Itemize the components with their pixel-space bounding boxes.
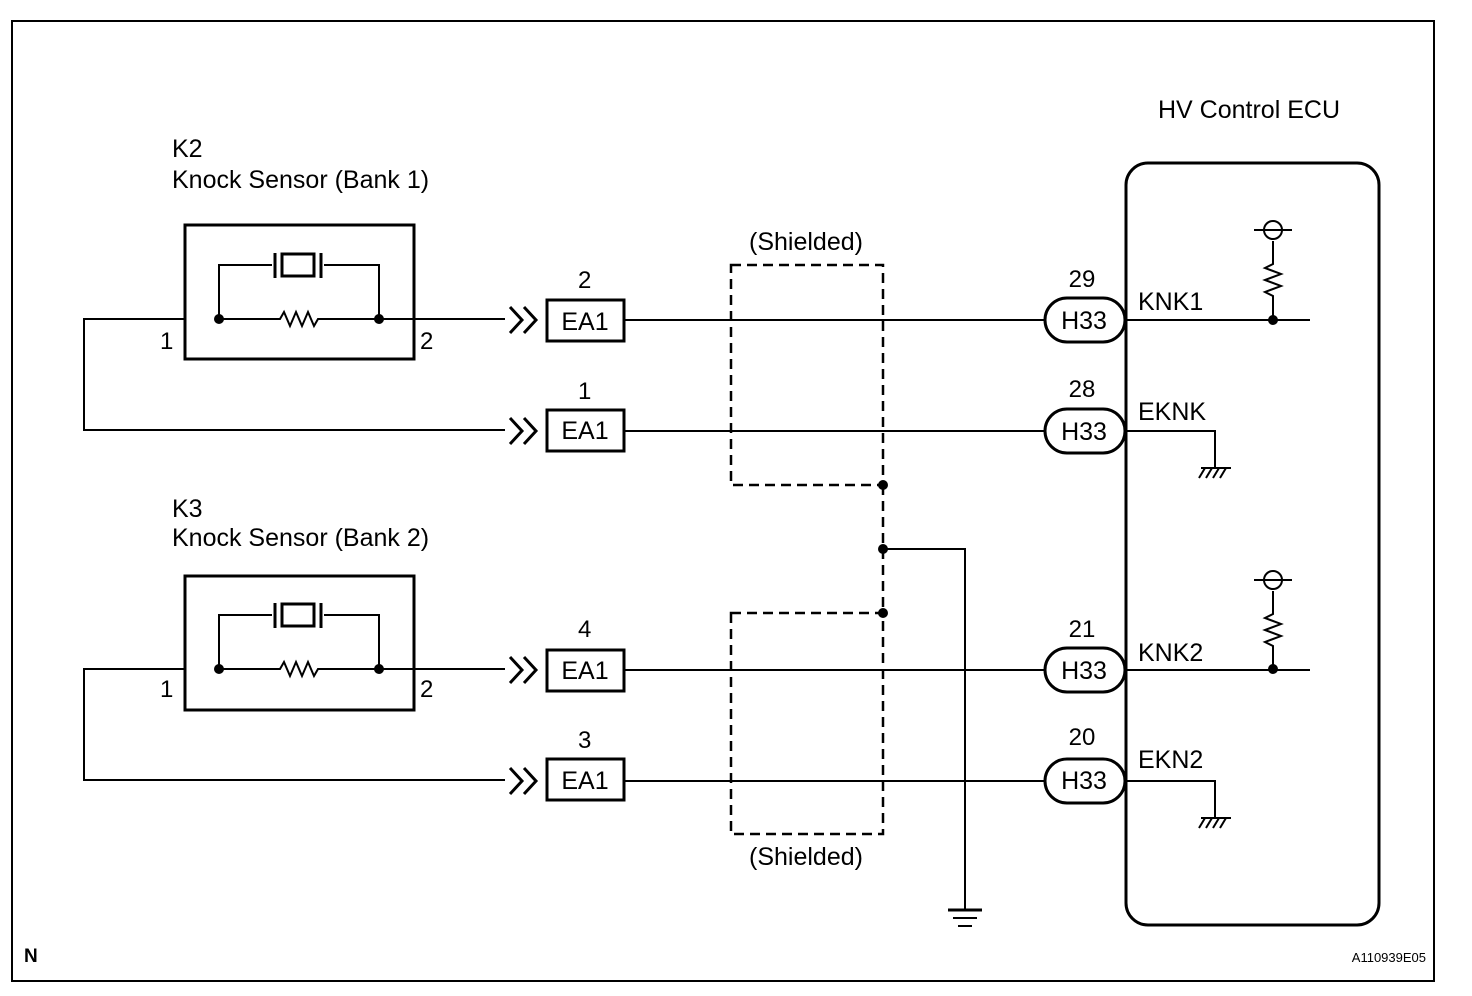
connector-label: EA1 <box>561 657 608 685</box>
connector-arrow-icon <box>508 766 539 796</box>
sensor-pin-k2-1: 1 <box>160 328 173 355</box>
connector-arrow-icon <box>508 305 539 335</box>
chassis-ground-icon <box>948 908 982 927</box>
shield-top: (Shielded) <box>729 228 885 487</box>
ecu-connector-h33-29: 29 H33 <box>1043 266 1127 344</box>
signal-ekn2: EKN2 <box>1138 746 1203 774</box>
ecu-connector-label: H33 <box>1061 307 1107 335</box>
ecu-ground-icon <box>1198 817 1231 829</box>
sensor-pin-k3-1: 1 <box>160 676 173 703</box>
connector-pin-number: 4 <box>578 616 591 643</box>
signal-eknk: EKNK <box>1138 398 1206 426</box>
figure-id: A110939E05 <box>1352 950 1426 965</box>
ecu-pin-number: 21 <box>1069 616 1096 643</box>
connector-ea1-pin2: 2 EA1 <box>508 267 626 343</box>
resistor-icon <box>219 659 379 679</box>
shield-label-bottom: (Shielded) <box>749 843 863 871</box>
ecu-ground-icon <box>1198 467 1231 479</box>
pullup-resistor-icon <box>1262 591 1284 669</box>
connector-ea1-pin1: 1 EA1 <box>508 378 626 453</box>
sensor-name-k2: Knock Sensor (Bank 1) <box>172 166 429 194</box>
ecu-pin-number: 29 <box>1069 266 1096 293</box>
connector-pin-number: 3 <box>578 727 591 754</box>
ecu-connector-h33-28: 28 H33 <box>1043 376 1127 455</box>
sensor-pin-k2-2: 2 <box>420 328 433 355</box>
knock-sensor-bank2: K3 Knock Sensor (Bank 2) 1 2 <box>160 495 433 712</box>
shield-bottom: (Shielded) <box>729 611 885 871</box>
signal-knk1: KNK1 <box>1138 288 1203 316</box>
ecu-pin-number: 20 <box>1069 724 1096 751</box>
sensor-pin-k3-2: 2 <box>420 676 433 703</box>
connector-label: EA1 <box>561 417 608 445</box>
connector-pin-number: 1 <box>578 378 591 405</box>
sensor-code-k2: K2 <box>172 135 203 163</box>
diagram-frame <box>11 20 1435 982</box>
piezo-element-icon <box>280 602 316 628</box>
connector-arrow-icon <box>508 655 539 685</box>
connector-label: EA1 <box>561 308 608 336</box>
sensor-box-k2 <box>183 223 416 361</box>
ecu-connector-label: H33 <box>1061 767 1107 795</box>
connector-ea1-pin3: 3 EA1 <box>508 727 626 802</box>
hv-control-ecu: HV Control ECU KNK1 EKNK KNK2 EKN2 <box>1124 96 1381 927</box>
ecu-title: HV Control ECU <box>1158 96 1340 124</box>
ecu-connector-h33-20: 20 H33 <box>1043 724 1127 805</box>
signal-knk2: KNK2 <box>1138 639 1203 667</box>
resistor-icon <box>219 309 379 329</box>
piezo-element-icon <box>280 252 316 278</box>
sensor-box-k3 <box>183 574 416 712</box>
ecu-box <box>1124 161 1381 927</box>
footer-left-mark: N <box>24 946 38 967</box>
sensor-code-k3: K3 <box>172 495 203 523</box>
connector-label: EA1 <box>561 767 608 795</box>
ecu-connector-h33-21: 21 H33 <box>1043 616 1127 694</box>
connector-pin-number: 2 <box>578 267 591 294</box>
knock-sensor-bank1: K2 Knock Sensor (Bank 1) 1 2 <box>160 135 433 361</box>
ecu-pin-number: 28 <box>1069 376 1096 403</box>
connector-ea1-pin4: 4 EA1 <box>508 616 626 693</box>
sensor-name-k3: Knock Sensor (Bank 2) <box>172 524 429 552</box>
pullup-resistor-icon <box>1262 241 1284 320</box>
ecu-connector-label: H33 <box>1061 657 1107 685</box>
shield-label-top: (Shielded) <box>749 228 863 256</box>
connector-arrow-icon <box>508 416 539 446</box>
ecu-connector-label: H33 <box>1061 418 1107 446</box>
